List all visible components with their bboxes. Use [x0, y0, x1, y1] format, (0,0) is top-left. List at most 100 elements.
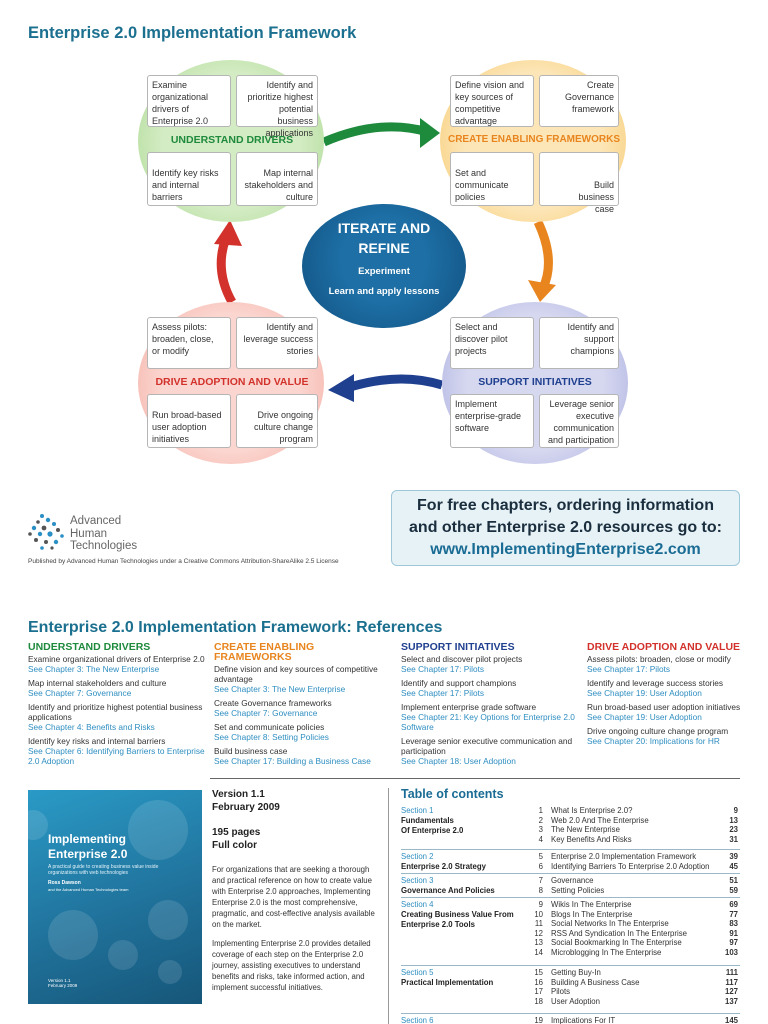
- toc-page-number: 13: [729, 815, 738, 825]
- center-line-experiment: Experiment: [358, 266, 410, 277]
- toc-section-name: Governance And Policies: [401, 886, 495, 895]
- info-para-2: Implementing Enterprise 2.0 provides det…: [212, 939, 371, 992]
- support-box-bl: Implement enterprise-grade software: [450, 394, 534, 448]
- arrow-orange-head: [528, 280, 556, 302]
- info-version: Version 1.1: [212, 789, 265, 800]
- aht-logo-icon: [28, 514, 64, 550]
- toc-chapter-number: 3: [538, 825, 543, 835]
- create-label: CREATE ENABLING FRAMEWORKS: [447, 134, 621, 145]
- ref-item: Set and communicate policies: [214, 722, 325, 732]
- center-title-line2: REFINE: [358, 240, 410, 256]
- toc-chapter-title: Implications For IT: [551, 1016, 616, 1024]
- drive-box-tl: Assess pilots: broaden, close, or modify: [147, 317, 231, 369]
- toc-chapter-number: 10: [534, 909, 543, 919]
- toc-chapter-number: 12: [534, 928, 543, 938]
- ref-link[interactable]: See Chapter 3: The New Enterprise: [214, 684, 346, 694]
- toc-section-label[interactable]: Section 5: [401, 968, 434, 977]
- toc-page-number: 45: [729, 861, 738, 871]
- ref-link[interactable]: See Chapter 7: Governance: [214, 708, 318, 718]
- ref-heading: CREATE ENABLING FRAMEWORKS: [214, 641, 315, 663]
- toc-section-name: Enterprise 2.0 Strategy: [401, 862, 486, 871]
- toc-section-label[interactable]: Section 6: [401, 1016, 434, 1024]
- drive-box-bl: Run broad-based user adoption initiative…: [147, 394, 231, 448]
- ref-link[interactable]: See Chapter 17: Pilots: [401, 688, 485, 698]
- toc-chapter-title: Setting Policies: [551, 885, 605, 895]
- ref-link[interactable]: See Chapter 17: Pilots: [587, 664, 671, 674]
- page-title: Enterprise 2.0 Implementation Framework: [28, 24, 357, 42]
- arrow-blue: [348, 374, 444, 392]
- toc-chapter-number: 16: [534, 977, 543, 987]
- toc-section-label[interactable]: Section 4: [401, 900, 434, 909]
- ref-link[interactable]: See Chapter 19: User Adoption: [587, 712, 702, 722]
- ref-link[interactable]: See Chapter 3: The New Enterprise: [28, 664, 160, 674]
- toc-chapter-title: What Is Enterprise 2.0?: [551, 806, 633, 815]
- toc-chapter-title: Enterprise 2.0 Implementation Framework: [551, 852, 697, 861]
- book-cover: Implementing Enterprise 2.0 A practical …: [28, 790, 202, 1004]
- create-box-tr: Create Governance framework: [539, 75, 619, 127]
- book-author: Ross Dawson: [48, 880, 81, 886]
- toc-chapter-number: 1: [538, 806, 543, 815]
- support-box-tr: Identify and support champions: [539, 317, 619, 369]
- toc-chapter-number: 19: [534, 1016, 543, 1024]
- toc-chapter-number: 8: [538, 885, 543, 895]
- ref-heading: DRIVE ADOPTION AND VALUE: [587, 641, 741, 653]
- toc-section-name-line2: Enterprise 2.0 Tools: [401, 920, 475, 929]
- toc-page-number: 97: [729, 938, 738, 948]
- info-para-1: For organizations that are seeking a tho…: [212, 865, 375, 929]
- toc-page-number: 39: [729, 852, 738, 861]
- drive-box-br: Drive ongoing culture change program: [236, 394, 318, 448]
- promo-url-link[interactable]: www.ImplementingEnterprise2.com: [430, 541, 701, 558]
- toc-chapter-title: Governance: [551, 876, 594, 885]
- info-date: February 2009: [212, 802, 280, 813]
- toc-page-number: 91: [729, 928, 738, 938]
- toc-page-number: 51: [729, 876, 738, 885]
- ref-col-create: CREATE ENABLING FRAMEWORKS Define vision…: [214, 642, 384, 766]
- ref-link[interactable]: See Chapter 7: Governance: [28, 688, 132, 698]
- promo-box: For free chapters, ordering information …: [391, 490, 740, 566]
- book-version-line2: February 2009: [48, 983, 78, 988]
- book-title-line2: Enterprise 2.0: [48, 847, 128, 861]
- column-divider: [388, 788, 389, 1024]
- understand-label: UNDERSTAND DRIVERS: [170, 134, 294, 146]
- arrow-blue-head: [328, 374, 354, 402]
- logo-line-3: Technologies: [70, 540, 138, 552]
- ref-link[interactable]: See Chapter 17: Pilots: [401, 664, 485, 674]
- published-notice: Published by Advanced Human Technologies…: [28, 558, 339, 565]
- cycle-arrows: [214, 118, 556, 402]
- ref-link[interactable]: See Chapter 8: Setting Policies: [214, 732, 329, 742]
- toc-chapter-title: Microblogging In The Enterprise: [551, 948, 662, 957]
- toc-chapter-number: 13: [534, 938, 543, 948]
- book-version: Version 1.1 February 2009: [48, 978, 77, 988]
- ref-link[interactable]: See Chapter 18: User Adoption: [401, 756, 516, 766]
- toc-chapter-title: Web 2.0 And The Enterprise: [551, 815, 649, 825]
- divider: [210, 778, 740, 779]
- toc-page-number: 9: [733, 806, 738, 815]
- ref-col-understand: UNDERSTAND DRIVERS Examine organizationa…: [28, 642, 206, 766]
- toc-chapter-number: 2: [538, 815, 543, 825]
- logo-line-1: Advanced: [70, 515, 122, 527]
- book-version-line1: Version 1.1: [48, 978, 71, 983]
- toc-section-label[interactable]: Section 3: [401, 876, 434, 885]
- toc-title: Table of contents: [401, 787, 504, 801]
- promo-line-2: and other Enterprise 2.0 resources go to…: [409, 519, 722, 536]
- ref-link[interactable]: See Chapter 19: User Adoption: [587, 688, 702, 698]
- ref-link[interactable]: See Chapter 6: Identifying Barriers to E…: [28, 746, 205, 766]
- ref-link[interactable]: See Chapter 4: Benefits and Risks: [28, 722, 155, 732]
- toc-chapter-title: Blogs In The Enterprise: [551, 909, 633, 919]
- ref-link[interactable]: See Chapter 21: Key Options for Enterpri…: [401, 712, 575, 732]
- book-subtitle: A practical guide to creating business v…: [48, 864, 159, 876]
- toc-section-label[interactable]: Section 2: [401, 852, 434, 861]
- logo-line-2: Human: [70, 527, 108, 540]
- toc-separator: [401, 897, 740, 898]
- ref-heading: SUPPORT INITIATIVES: [401, 641, 515, 653]
- toc-page-number: 137: [724, 996, 738, 1006]
- ref-link[interactable]: See Chapter 17: Building a Business Case: [214, 756, 371, 766]
- ref-link[interactable]: See Chapter 20: Implications for HR: [587, 736, 720, 746]
- toc-chapter-title: Key Benefits And Risks: [551, 834, 632, 844]
- toc-section-label[interactable]: Section 1: [401, 806, 434, 815]
- toc-chapter-title: Getting Buy-In: [551, 968, 601, 977]
- toc-separator: [401, 873, 740, 874]
- promo-line-1: For free chapters, ordering information: [417, 497, 714, 514]
- toc-chapter-number: 15: [534, 968, 543, 977]
- references-title: Enterprise 2.0 Implementation Framework:…: [28, 619, 443, 636]
